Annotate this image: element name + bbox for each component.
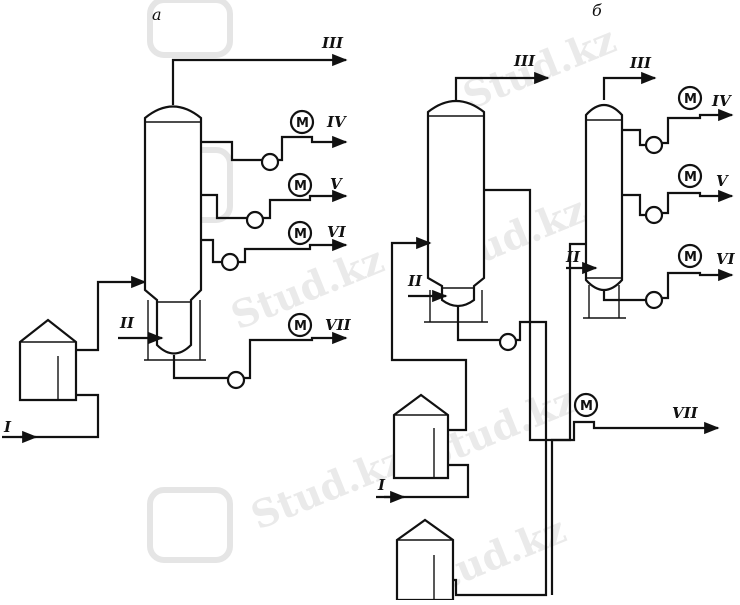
panel-a-bottoms-line: [172, 355, 228, 380]
panel-a-stream-I: I: [3, 418, 12, 436]
panel-a-label: a: [152, 5, 162, 24]
watermarks: Stud.kz Stud.kz Stud.kz Stud.kz Stud.kz …: [225, 17, 623, 605]
panel-b-side-draw-3: [602, 290, 646, 302]
panel-b-motor-2-label: M: [684, 170, 697, 185]
panel-b-motor-1-label: M: [684, 92, 697, 107]
panel-a-stream-II: II: [119, 314, 135, 332]
panel-b-overhead-1: [454, 71, 550, 100]
panel-b-stream-V: V: [716, 172, 729, 190]
panel-b-stream-IV: IV: [711, 92, 732, 110]
panel-b-stream-I: I: [377, 476, 386, 494]
panel-b-motor-3: [677, 243, 703, 269]
panel-b-bottoms-line: [550, 420, 578, 595]
panel-a-motor-3: [287, 220, 313, 246]
panel-a-motor-1: [289, 109, 315, 135]
panel-a-motor-1-label: M: [296, 116, 309, 131]
panel-a-overhead-line: [171, 53, 348, 105]
panel-a-motor-4-label: M: [294, 319, 307, 334]
panel-b-column-1: [426, 100, 486, 308]
panel-b-pump-1: [498, 332, 518, 352]
panel-b-motor-1: [677, 85, 703, 111]
panel-a-side-draw-2: [201, 193, 247, 220]
panel-a-motor-4: [287, 312, 313, 338]
panel-a-feed-tank: [18, 318, 78, 402]
panel-b-stream-II-2: II: [565, 248, 581, 266]
watermark-logo-1: [147, 0, 233, 58]
panel-b-stream-VII: VII: [672, 404, 699, 422]
panel-a-motor-2-label: M: [294, 179, 307, 194]
panel-b-side-draw-1: [622, 128, 646, 147]
panel-b-stream-III-2: III: [629, 54, 652, 72]
panel-b-motor-2: [677, 163, 703, 189]
panel-b: б III II I: [376, 1, 736, 602]
panel-a-pump-1: [260, 152, 280, 172]
panel-b-feed-tank-1: [392, 393, 450, 480]
watermark-2: Stud.kz: [245, 437, 411, 539]
panel-b-tank-to-column-1: [390, 236, 468, 432]
panel-b-motor-3-label: M: [684, 250, 697, 265]
panel-b-column-2: [584, 103, 624, 292]
panel-b-column-1-bottoms: [456, 305, 500, 342]
panel-b-pump-2: [644, 135, 664, 155]
panel-a-pump-3: [220, 252, 240, 272]
panel-b-motor-4-label: M: [580, 399, 593, 414]
panel-a-pump-4: [226, 370, 246, 390]
panel-b-feed-line: [376, 463, 470, 499]
panel-a-stream-VI: VI: [327, 223, 347, 241]
panel-a-pump-2: [245, 210, 265, 230]
panel-a-side-draw-3: [201, 238, 222, 264]
panel-a: a I III II M IV: [2, 5, 352, 444]
watermark-3: Stud.kz: [457, 17, 623, 119]
panel-a-stream-VII: VII: [325, 316, 352, 334]
panel-b-transfer-line: [484, 188, 586, 442]
panel-a-column: [143, 105, 203, 355]
panel-a-side-draw-1: [201, 140, 262, 162]
panel-b-stream-II-1: II: [407, 272, 423, 290]
panel-b-motor-4: [573, 392, 599, 418]
panel-b-pump-3: [644, 205, 664, 225]
panel-b-overhead-2: [602, 71, 657, 100]
panel-a-stream-V: V: [330, 175, 343, 193]
panel-a-stream-III: III: [321, 34, 344, 52]
panel-b-side-draw-2: [622, 193, 646, 217]
panel-a-motor-2: [287, 172, 313, 198]
panel-b-stream-VI: VI: [716, 250, 736, 268]
panel-b-stream-III-1: III: [513, 52, 536, 70]
panel-a-feed-line: [2, 393, 100, 439]
panel-b-feed-tank-2: [395, 518, 455, 602]
watermark-logo-3: [147, 487, 233, 563]
panel-b-pump-4: [644, 290, 664, 310]
panel-a-stream-IV: IV: [326, 113, 347, 131]
panel-a-tank-to-column: [76, 275, 147, 352]
panel-a-motor-3-label: M: [294, 227, 307, 242]
panel-b-label: б: [592, 1, 602, 20]
